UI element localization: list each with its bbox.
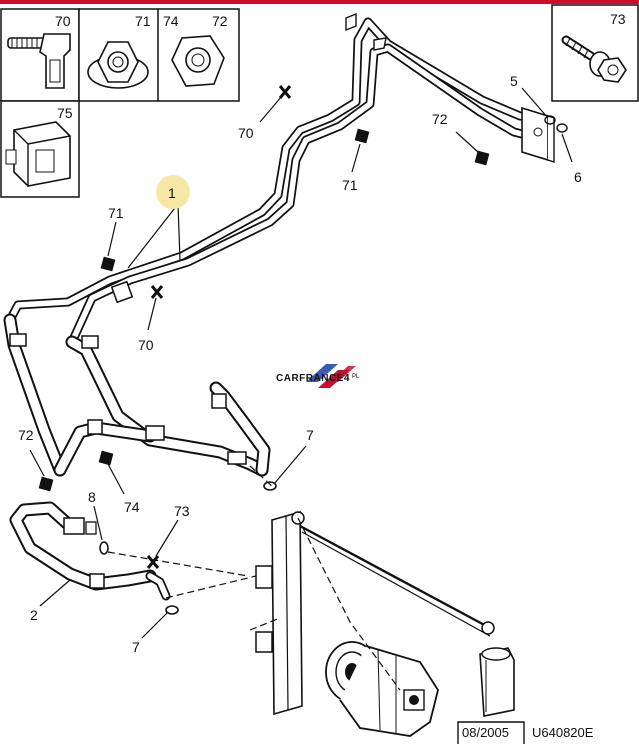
callout-7-mid: 7 (306, 427, 314, 443)
ac-hose-lower (9, 501, 171, 601)
callout-71-right: 71 (342, 177, 358, 193)
hex-nut-icon (171, 35, 225, 87)
inset-label-71: 71 (135, 13, 151, 29)
highlight-circle (156, 175, 190, 209)
callout-1: 1 (168, 185, 176, 201)
inset-box-73: 73 (551, 4, 639, 102)
footer-reference: 08/2005 U640820E (457, 721, 594, 744)
inset-label-70: 70 (55, 13, 71, 29)
callout-72-right: 72 (432, 111, 448, 127)
inset-label-72: 72 (212, 13, 228, 29)
callout-2: 2 (30, 607, 38, 623)
clip-nut-icon (5, 121, 71, 187)
inset-label-74: 74 (163, 13, 179, 29)
watermark-suffix: PL (352, 374, 360, 380)
top-red-rule (0, 0, 639, 4)
inset-label-73: 73 (610, 11, 626, 27)
bolt-with-clip-icon (7, 33, 71, 89)
ac-pipe-assembly (3, 12, 555, 477)
footer-code: U640820E (532, 725, 594, 740)
callout-74: 74 (124, 499, 140, 515)
leader-lines (29, 87, 573, 639)
callout-72-left: 72 (18, 427, 34, 443)
callout-5: 5 (510, 73, 518, 89)
callout-70-top: 70 (238, 125, 254, 141)
callout-6: 6 (574, 169, 582, 185)
callout-labels: 1 70 71 72 5 6 71 70 72 74 8 73 7 2 7 (18, 73, 582, 655)
inset-label-75: 75 (57, 105, 73, 121)
watermark-logo: CARFRANCE4 PL (276, 364, 360, 388)
callout-7-low: 7 (132, 639, 140, 655)
footer-date: 08/2005 (462, 725, 509, 740)
watermark-text: CARFRANCE4 (276, 373, 350, 384)
inset-box-75: 75 (0, 100, 80, 198)
callout-8: 8 (88, 489, 96, 505)
condenser-unit (255, 510, 515, 717)
fasteners (38, 85, 568, 615)
assembly-dashed-lines (107, 465, 401, 691)
flange-nut-icon (87, 41, 149, 89)
callout-71-left: 71 (108, 205, 124, 221)
flange-bolt-icon (561, 35, 627, 83)
callout-73: 73 (174, 503, 190, 519)
compressor (325, 641, 439, 737)
callout-70-left: 70 (138, 337, 154, 353)
inset-box-71-74-72: 71 74 72 (78, 8, 240, 102)
inset-box-70: 70 (0, 8, 80, 102)
